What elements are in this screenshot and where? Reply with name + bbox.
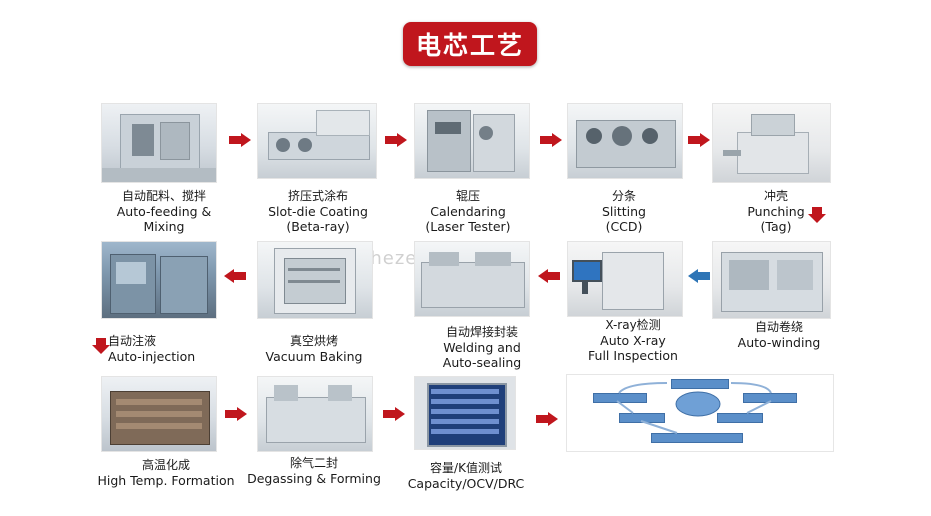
machine-photo-degassing: [257, 376, 373, 452]
arrow-right-icon: [383, 407, 405, 421]
arrow-right-icon: [385, 133, 407, 147]
arrow-right-icon: [688, 133, 710, 147]
machine-photo-coating: [257, 103, 377, 179]
machine-photo-capacity-rack: [414, 376, 516, 450]
arrow-right-icon: [229, 133, 251, 147]
arrow-right-icon: [540, 133, 562, 147]
machine-photo-punching: [712, 103, 831, 183]
flow-connectors: [616, 382, 772, 434]
machine-photo-formation: [101, 376, 217, 452]
machine-photo-calendaring: [414, 103, 530, 179]
flow-box: [717, 413, 763, 423]
machine-photo-vacuum-baking: [257, 241, 373, 319]
machine-photo-welding: [414, 241, 530, 317]
page-title: 电芯工艺: [403, 22, 537, 66]
flow-box: [671, 379, 729, 389]
arrow-left-icon: [538, 269, 560, 283]
flow-box: [651, 433, 743, 443]
machine-photo-winding: [712, 241, 831, 319]
arrow-down-icon: [92, 338, 110, 354]
process-flow-diagram: [566, 374, 834, 452]
arrow-left-icon: [224, 269, 246, 283]
arrow-left-icon: [688, 269, 710, 283]
arrow-right-icon: [225, 407, 247, 421]
machine-photo-slitting: [567, 103, 683, 179]
arrow-right-icon: [536, 412, 558, 426]
machine-photo-mixing: [101, 103, 217, 183]
flow-center-icon: [675, 391, 721, 417]
arrow-down-icon: [808, 207, 826, 223]
machine-photo-xray: [567, 241, 683, 317]
flow-box: [619, 413, 665, 423]
machine-photo-injection: [101, 241, 217, 319]
